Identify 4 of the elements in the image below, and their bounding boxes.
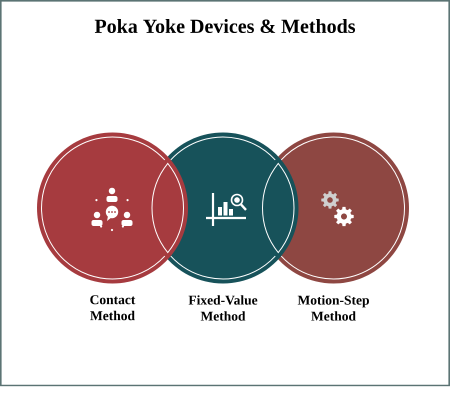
title: Poka Yoke Devices & Methods (94, 18, 356, 34)
circle-label: Fixed-Value Method (188, 295, 258, 321)
circle-label: Contact Method (90, 295, 136, 320)
circle-label: Motion-Step Method (298, 295, 369, 321)
